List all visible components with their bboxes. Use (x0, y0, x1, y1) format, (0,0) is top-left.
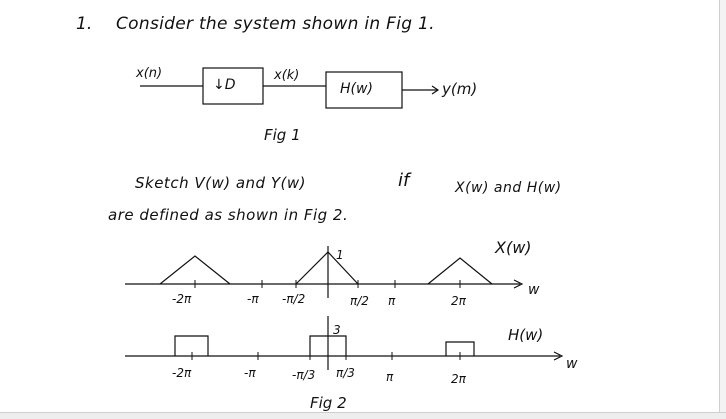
fig1-output-arrowhead (431, 85, 440, 95)
task-line2: are defined as shown in Fig 2. (108, 206, 349, 224)
x-plot-axis-label: w (528, 282, 540, 298)
h-plot-rect-left (174, 335, 209, 356)
h-plot-title: H(w) (508, 326, 544, 344)
x-plot-triangle-left (159, 255, 231, 285)
h-plot-tick-label: 2π (451, 372, 466, 386)
problem-statement: Consider the system shown in Fig 1. (116, 14, 435, 34)
h-plot-tick-label: π (386, 370, 394, 384)
h-plot-tick-label: -2π (172, 366, 192, 380)
fig2-caption: Fig 2 (310, 394, 347, 412)
task-line1-if: if (398, 170, 410, 191)
page-edge-right (719, 0, 726, 419)
x-plot-title: X(w) (495, 238, 532, 257)
h-plot-rect-right (445, 341, 475, 356)
task-line1-b: X(w) and H(w) (455, 180, 562, 196)
problem-number: 1. (76, 14, 93, 34)
h-plot-tick-label: -π/3 (292, 368, 316, 382)
x-plot-axis-arrowhead (513, 279, 524, 289)
fig1-downsampler-label: ↓D (213, 77, 236, 93)
x-plot-peak-label: 1 (336, 248, 344, 262)
h-plot-peak-label: 3 (333, 323, 341, 337)
page-edge-bottom (0, 412, 726, 419)
x-plot-tick-label: -2π (172, 292, 192, 306)
fig1-input-label: x(n) (136, 66, 163, 81)
h-plot-axis-arrowhead (553, 351, 564, 361)
fig1-filter-label: H(w) (340, 81, 373, 97)
x-plot-tick-label: -π (247, 292, 259, 306)
h-plot-tick-label: -π (244, 366, 256, 380)
task-line1-a: Sketch V(w) and Y(w) (135, 174, 306, 192)
x-plot-tick-label: 2π (451, 294, 466, 308)
x-plot-triangle-center (295, 251, 359, 285)
fig1-mid-label: x(k) (274, 68, 300, 83)
h-plot-axis-label: w (566, 356, 578, 372)
x-plot-triangle-right (427, 257, 493, 285)
x-plot-tick-label: π (388, 294, 396, 308)
fig1-caption: Fig 1 (264, 126, 301, 144)
x-plot-tick-label: -π/2 (282, 292, 306, 306)
h-plot-tick-label: π/3 (336, 366, 355, 380)
fig1-output-label: y(m) (442, 80, 478, 98)
x-plot-tick-label: π/2 (350, 294, 369, 308)
